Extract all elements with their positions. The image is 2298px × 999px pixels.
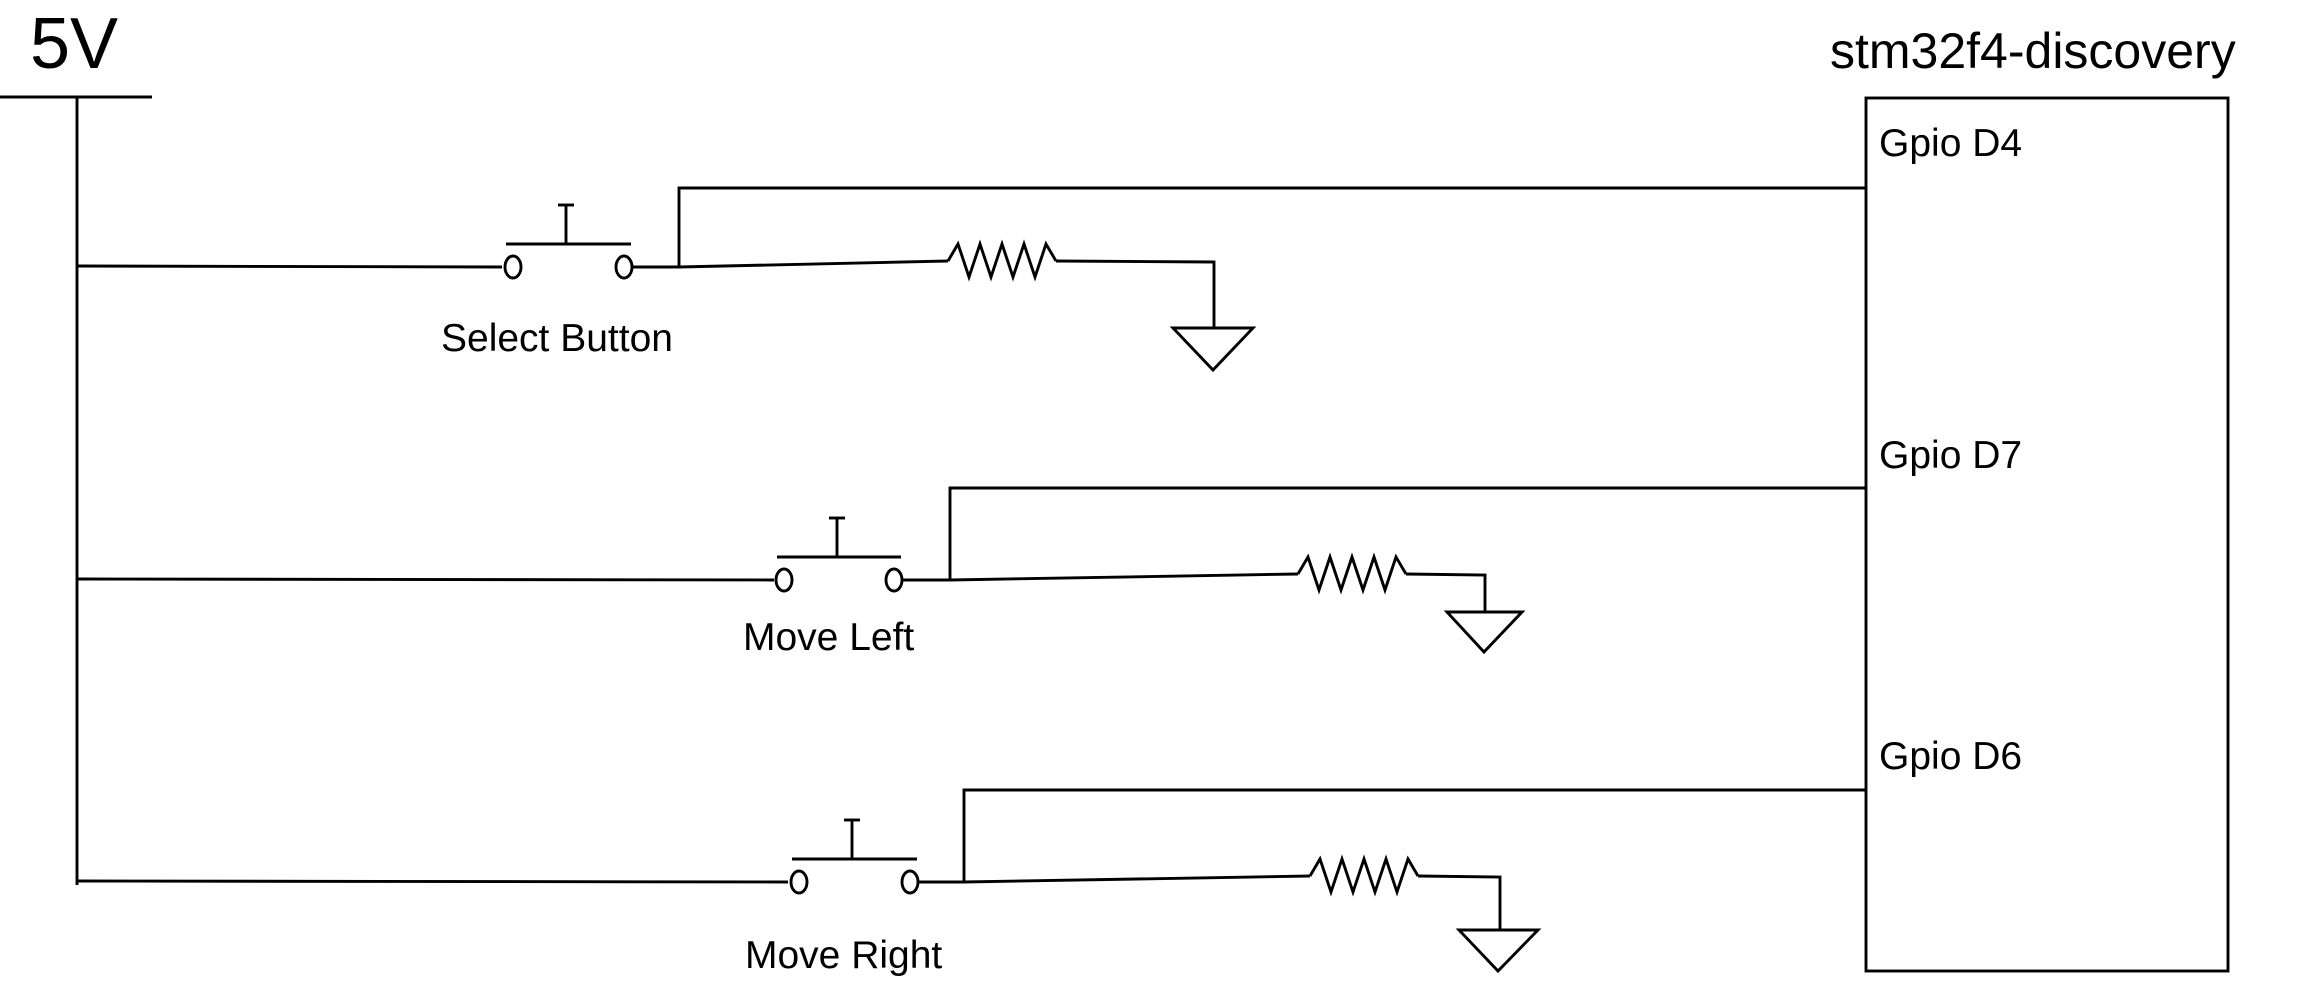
supply-rail: 5V: [0, 4, 152, 885]
resistor-symbol: [1308, 854, 1420, 897]
select-button-circuit: Select Button: [76, 186, 1866, 373]
ground-lead-wire: [1417, 874, 1502, 930]
supply-branch-wire: [76, 577, 775, 582]
board-outline: [1864, 96, 2230, 973]
switch-contact: [789, 869, 809, 895]
switch-contact: [884, 567, 904, 593]
ground-lead-wire: [1055, 259, 1216, 328]
resistor-symbol: [1296, 552, 1408, 595]
switch-contact: [774, 567, 794, 593]
gpio-wire: [948, 486, 1866, 580]
supply-branch-wire: [76, 264, 503, 269]
pin-label-gpio-d6: Gpio D6: [1879, 735, 2022, 778]
pin-label-gpio-d7: Gpio D7: [1879, 434, 2022, 477]
ground-lead-wire: [1405, 572, 1487, 612]
button-label: Move Right: [745, 934, 942, 977]
resistor-lead-wire: [678, 259, 949, 269]
switch-contact: [503, 254, 523, 280]
pushbutton-symbol: [774, 516, 904, 593]
pushbutton-symbol: [789, 818, 920, 895]
switch-contact: [614, 254, 634, 280]
supply-label: 5V: [30, 4, 118, 84]
gpio-wire: [962, 788, 1866, 882]
gpio-wire: [677, 186, 1866, 267]
resistor-lead-wire: [949, 572, 1299, 582]
resistor-symbol: [946, 239, 1058, 282]
move-left-circuit: Move Left: [76, 486, 1866, 659]
switch-contact: [900, 869, 920, 895]
pushbutton-symbol: [503, 203, 634, 280]
supply-branch-wire: [76, 879, 789, 884]
resistor-lead-wire: [963, 874, 1311, 884]
button-label: Move Left: [743, 616, 914, 659]
move-right-circuit: Move Right: [76, 788, 1866, 977]
button-label: Select Button: [441, 317, 673, 360]
pin-label-gpio-d4: Gpio D4: [1879, 122, 2022, 165]
ground-symbol: [1455, 928, 1542, 974]
mcu-board: stm32f4-discovery Gpio D4 Gpio D7 Gpio D…: [1830, 23, 2236, 973]
ground-symbol: [1443, 610, 1526, 655]
board-title: stm32f4-discovery: [1830, 23, 2236, 79]
ground-symbol: [1169, 326, 1257, 373]
